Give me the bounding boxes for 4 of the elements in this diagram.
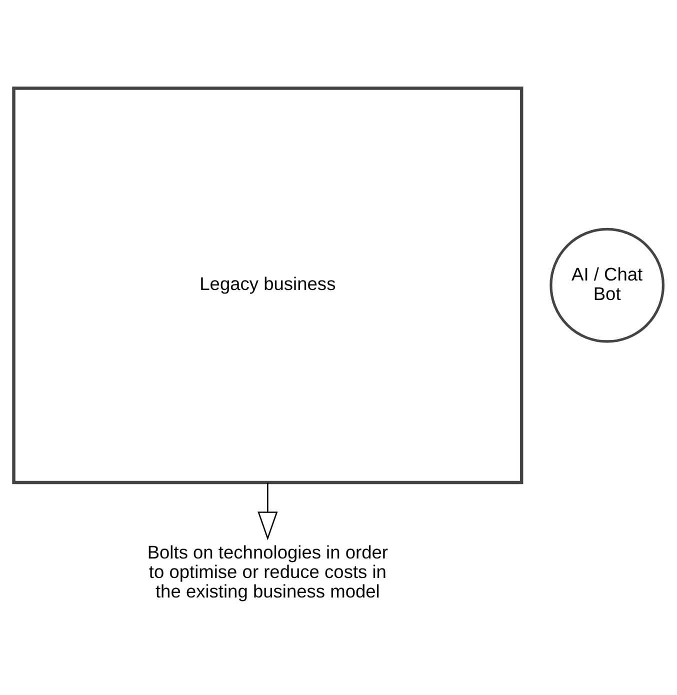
arrow: [258, 482, 278, 540]
node-text: Bolts on technologies in order to optimise or reduce costs in the existing business model: [147, 540, 388, 602]
node-circle: AI / Chat Bot: [550, 227, 665, 342]
node-box: Legacy business: [12, 86, 524, 484]
